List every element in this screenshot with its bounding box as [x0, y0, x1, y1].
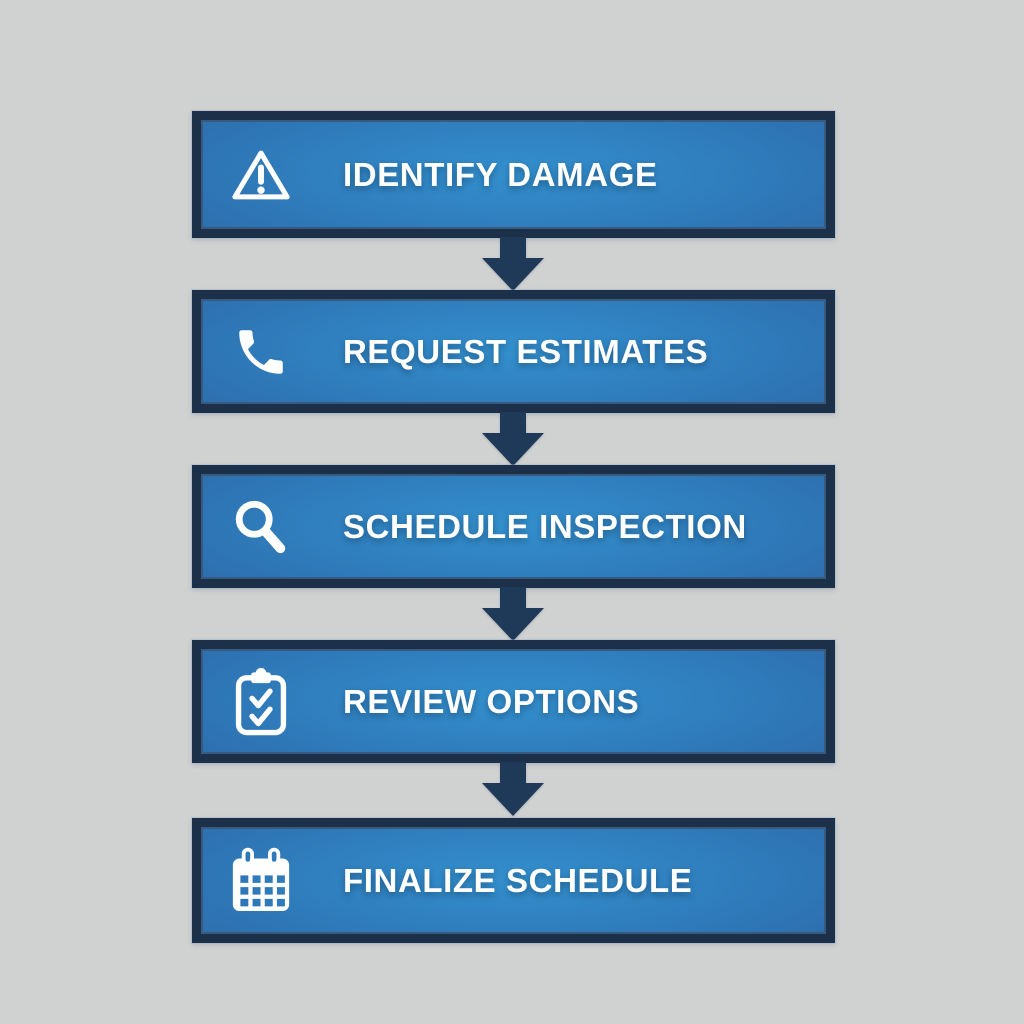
step-label: SCHEDULE INSPECTION: [343, 507, 747, 545]
search-icon: [229, 491, 293, 563]
down-arrow: [482, 412, 544, 466]
step-box-finalize-schedule: FINALIZE SCHEDULE: [192, 818, 835, 943]
step-label: FINALIZE SCHEDULE: [343, 861, 693, 899]
step-box-schedule-inspection: SCHEDULE INSPECTION: [192, 465, 835, 588]
down-arrow: [482, 587, 544, 641]
step-fill: IDENTIFY DAMAGE: [203, 122, 824, 227]
warning-triangle-icon: [229, 139, 293, 211]
step-box-request-estimates: REQUEST ESTIMATES: [192, 290, 835, 413]
step-fill: REQUEST ESTIMATES: [203, 301, 824, 402]
down-arrow: [482, 237, 544, 291]
step-fill: REVIEW OPTIONS: [203, 651, 824, 752]
step-label: IDENTIFY DAMAGE: [343, 155, 658, 193]
step-box-identify-damage: IDENTIFY DAMAGE: [192, 111, 835, 238]
step-fill: FINALIZE SCHEDULE: [203, 829, 824, 932]
step-box-review-options: REVIEW OPTIONS: [192, 640, 835, 763]
clipboard-checklist-icon: [229, 666, 293, 738]
step-label: REQUEST ESTIMATES: [343, 332, 709, 370]
phone-icon: [229, 316, 293, 388]
step-fill: SCHEDULE INSPECTION: [203, 476, 824, 577]
down-arrow: [482, 762, 544, 816]
calendar-icon: [229, 845, 293, 917]
step-label: REVIEW OPTIONS: [343, 682, 640, 720]
